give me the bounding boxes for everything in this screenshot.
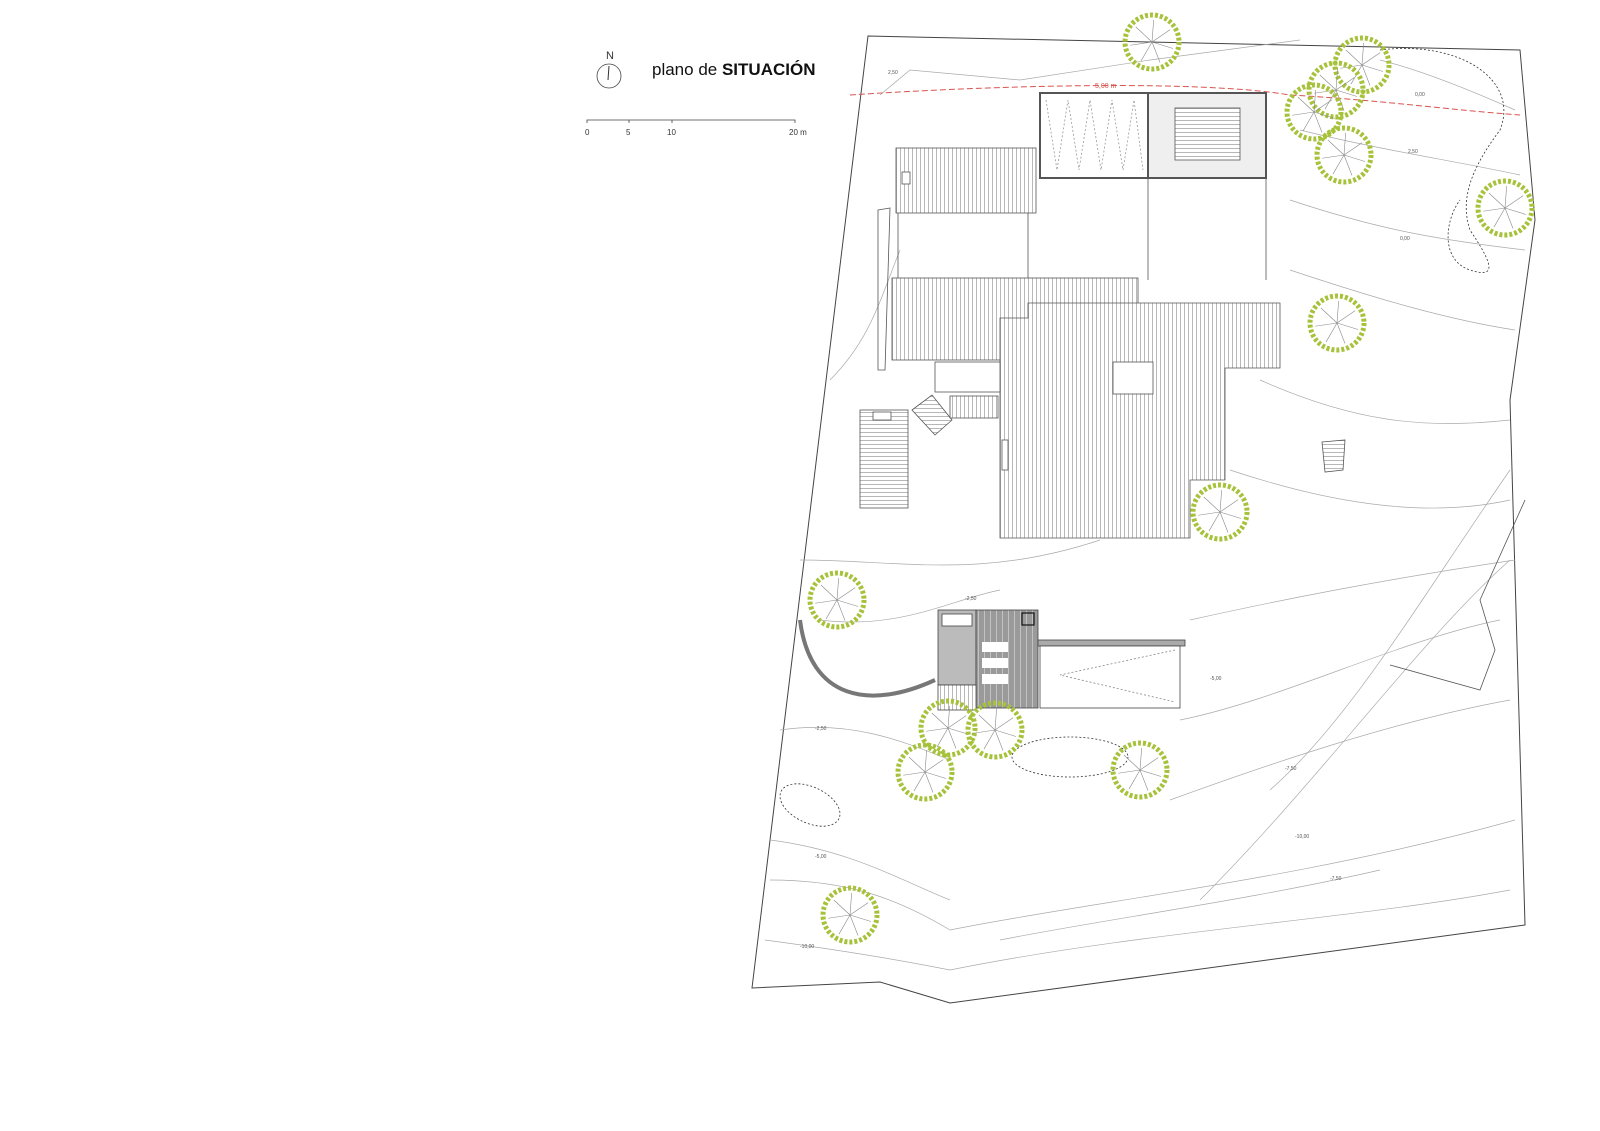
contour-label: 0,00 <box>1400 236 1410 242</box>
contour-label: -7,50 <box>1285 766 1297 772</box>
road-edge <box>1389 499 1526 691</box>
contour-labels: 2,50 0,00 2,50 0,00 -2,50 -5,00 -7,50 -1… <box>800 70 1425 950</box>
tree-icon <box>1284 82 1344 142</box>
contour-lines <box>764 39 1526 971</box>
dashed-area <box>1011 736 1129 778</box>
north-label: N <box>606 50 614 62</box>
tree-icon <box>1475 178 1535 238</box>
dashed-area <box>1379 48 1505 273</box>
contour-label: -10,00 <box>1295 834 1309 840</box>
pool-house <box>798 609 1186 711</box>
tree-icon <box>1307 293 1367 353</box>
tree-icon <box>1314 125 1374 185</box>
scale-label: 5 <box>626 128 631 137</box>
contour-label: -10,00 <box>800 944 814 950</box>
contour-label: 2,50 <box>888 70 898 76</box>
dashed-area <box>779 783 841 827</box>
contour-label: -7,50 <box>1330 876 1342 882</box>
tree-icon <box>807 570 867 630</box>
contour-label: 0,00 <box>1415 92 1425 98</box>
north-arrow-icon <box>596 63 622 89</box>
contour-label: -5,00 <box>815 854 827 860</box>
contour-label: -2,50 <box>965 596 977 602</box>
scale-label: 10 <box>667 128 676 137</box>
setback-line <box>849 85 1521 116</box>
tree-icon <box>820 885 880 945</box>
tree-icon <box>1122 12 1182 72</box>
tree-icon <box>895 742 955 802</box>
scale-bar <box>586 119 796 123</box>
contour-label: -2,50 <box>815 726 827 732</box>
contour-label: 2,50 <box>1408 149 1418 155</box>
title-emphasis: SITUACIÓN <box>721 60 816 79</box>
scale-label: 20 m <box>789 128 807 137</box>
scale-label: 0 <box>585 128 590 137</box>
title-prefix: plano de <box>652 60 718 79</box>
page-title: plano de SITUACIÓN <box>652 60 815 80</box>
main-house <box>859 92 1346 539</box>
setback-label: 5,00 m <box>1095 83 1117 90</box>
contour-label: -5,00 <box>1210 676 1222 682</box>
tree-icon <box>1110 740 1170 800</box>
tree-icon <box>965 700 1025 760</box>
trees <box>807 12 1535 945</box>
tree-icon <box>1190 482 1250 542</box>
plot-boundary <box>751 35 1536 1004</box>
tree-icon <box>1306 60 1366 120</box>
